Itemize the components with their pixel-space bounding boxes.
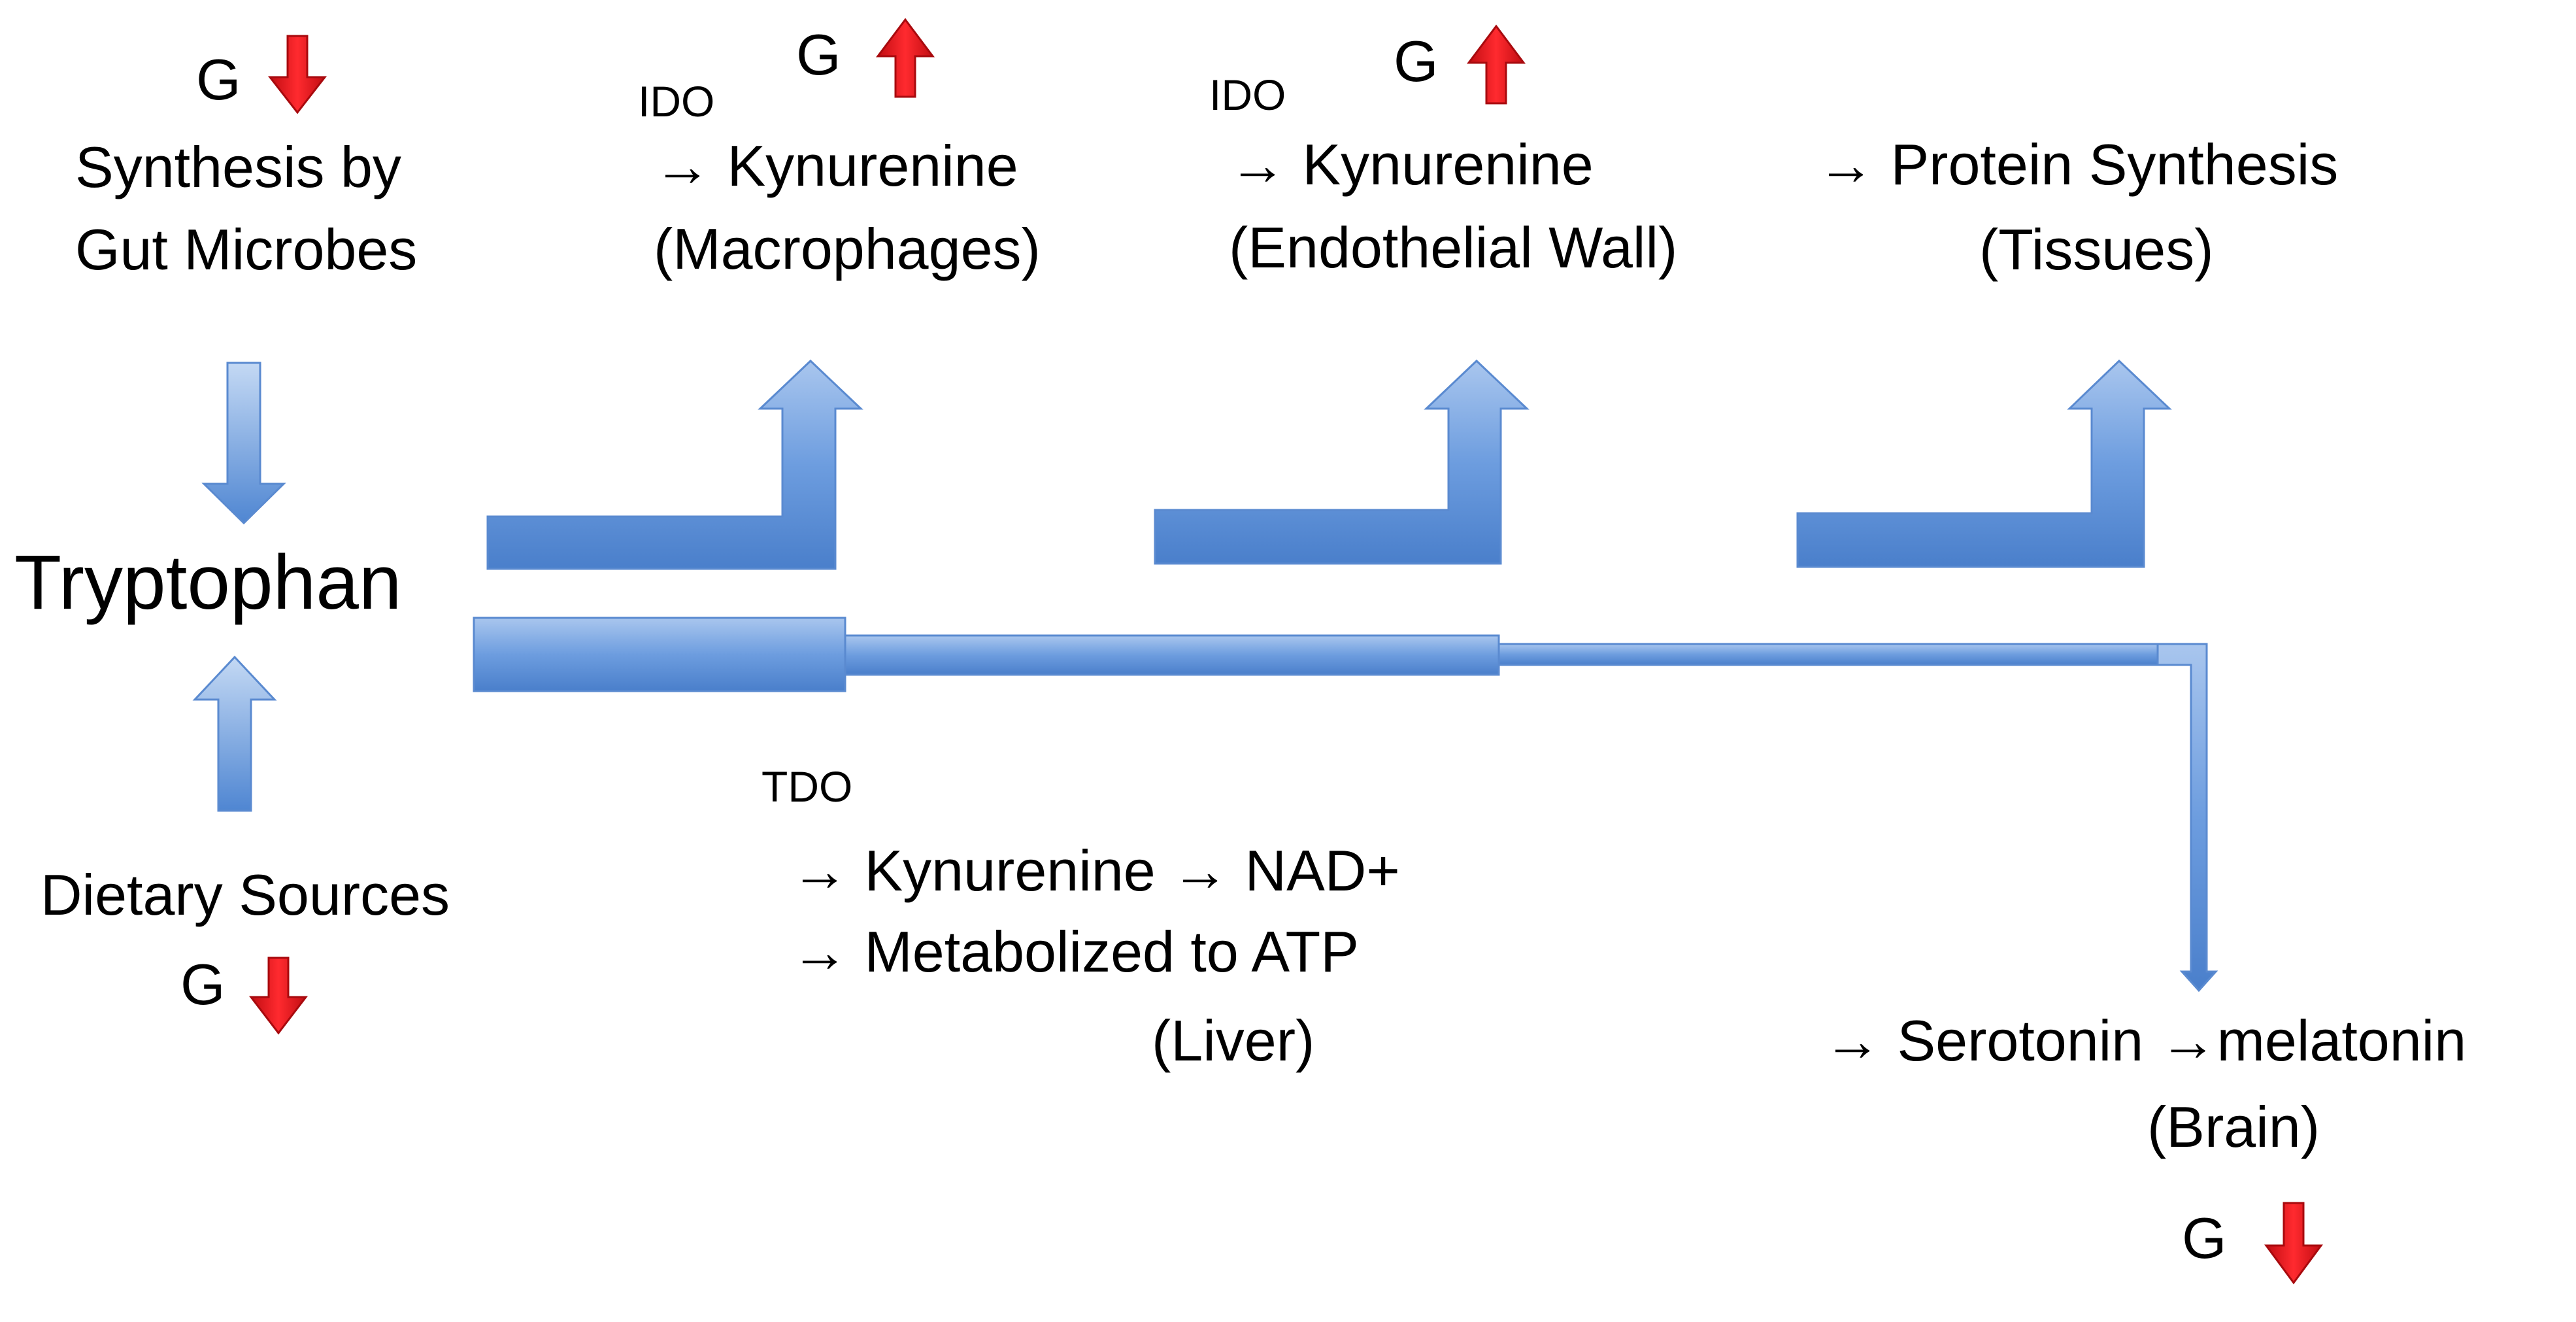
- liver-label-line1: → Kynurenine → NAD+: [791, 838, 1400, 903]
- diet-to-tryptophan-arrow: [192, 655, 277, 812]
- diet-trend-down-icon: [248, 957, 309, 1035]
- gut-to-tryptophan-arrow: [201, 362, 286, 525]
- liver-enzyme-label: TDO: [761, 762, 853, 811]
- flow-bar-segment-3: [1497, 643, 2159, 666]
- macrophages-label-line1: → Kynurenine: [654, 133, 1018, 198]
- brain-trend-down-icon: [2264, 1202, 2323, 1285]
- brain-label-line1: → Serotonin →melatonin: [1824, 1008, 2467, 1073]
- protein-label-line2: (Tissues): [1979, 217, 2214, 282]
- brain-label-line2: (Brain): [2147, 1094, 2320, 1159]
- gut-trend-down-icon: [267, 35, 327, 114]
- bent-arrow-endothelial: [1154, 359, 1530, 565]
- endothelial-trend-up-icon: [1467, 24, 1526, 105]
- gut-label-line2: Gut Microbes: [75, 217, 418, 282]
- gut-label-line1: Synthesis by: [75, 135, 401, 199]
- endothelial-enzyme-label: IDO: [1209, 71, 1286, 119]
- endothelial-label-line2: (Endothelial Wall): [1229, 215, 1678, 280]
- macrophages-g-label: G: [796, 22, 841, 87]
- macrophages-label-line2: (Macrophages): [654, 216, 1041, 281]
- flow-bar-elbow-to-brain: [2156, 643, 2218, 992]
- liver-label-line3: (Liver): [1152, 1008, 1315, 1073]
- macrophages-trend-up-icon: [876, 18, 935, 98]
- brain-g-label: G: [2182, 1206, 2227, 1270]
- flow-bar-segment-2: [844, 634, 1500, 676]
- bent-arrow-tissues: [1796, 359, 2172, 568]
- flow-bar-segment-1: [473, 617, 846, 692]
- diet-label: Dietary Sources: [41, 862, 450, 927]
- bent-arrow-macrophages: [486, 359, 863, 570]
- liver-label-line2: → Metabolized to ATP: [791, 919, 1359, 984]
- endothelial-g-label: G: [1394, 29, 1439, 93]
- gut-g-label: G: [196, 47, 241, 112]
- macrophages-enzyme-label: IDO: [638, 77, 715, 126]
- endothelial-label-line1: → Kynurenine: [1229, 132, 1594, 197]
- tryptophan-label: Tryptophan: [14, 539, 402, 626]
- diet-g-label: G: [180, 952, 226, 1017]
- protein-label-line1: → Protein Synthesis: [1817, 132, 2339, 197]
